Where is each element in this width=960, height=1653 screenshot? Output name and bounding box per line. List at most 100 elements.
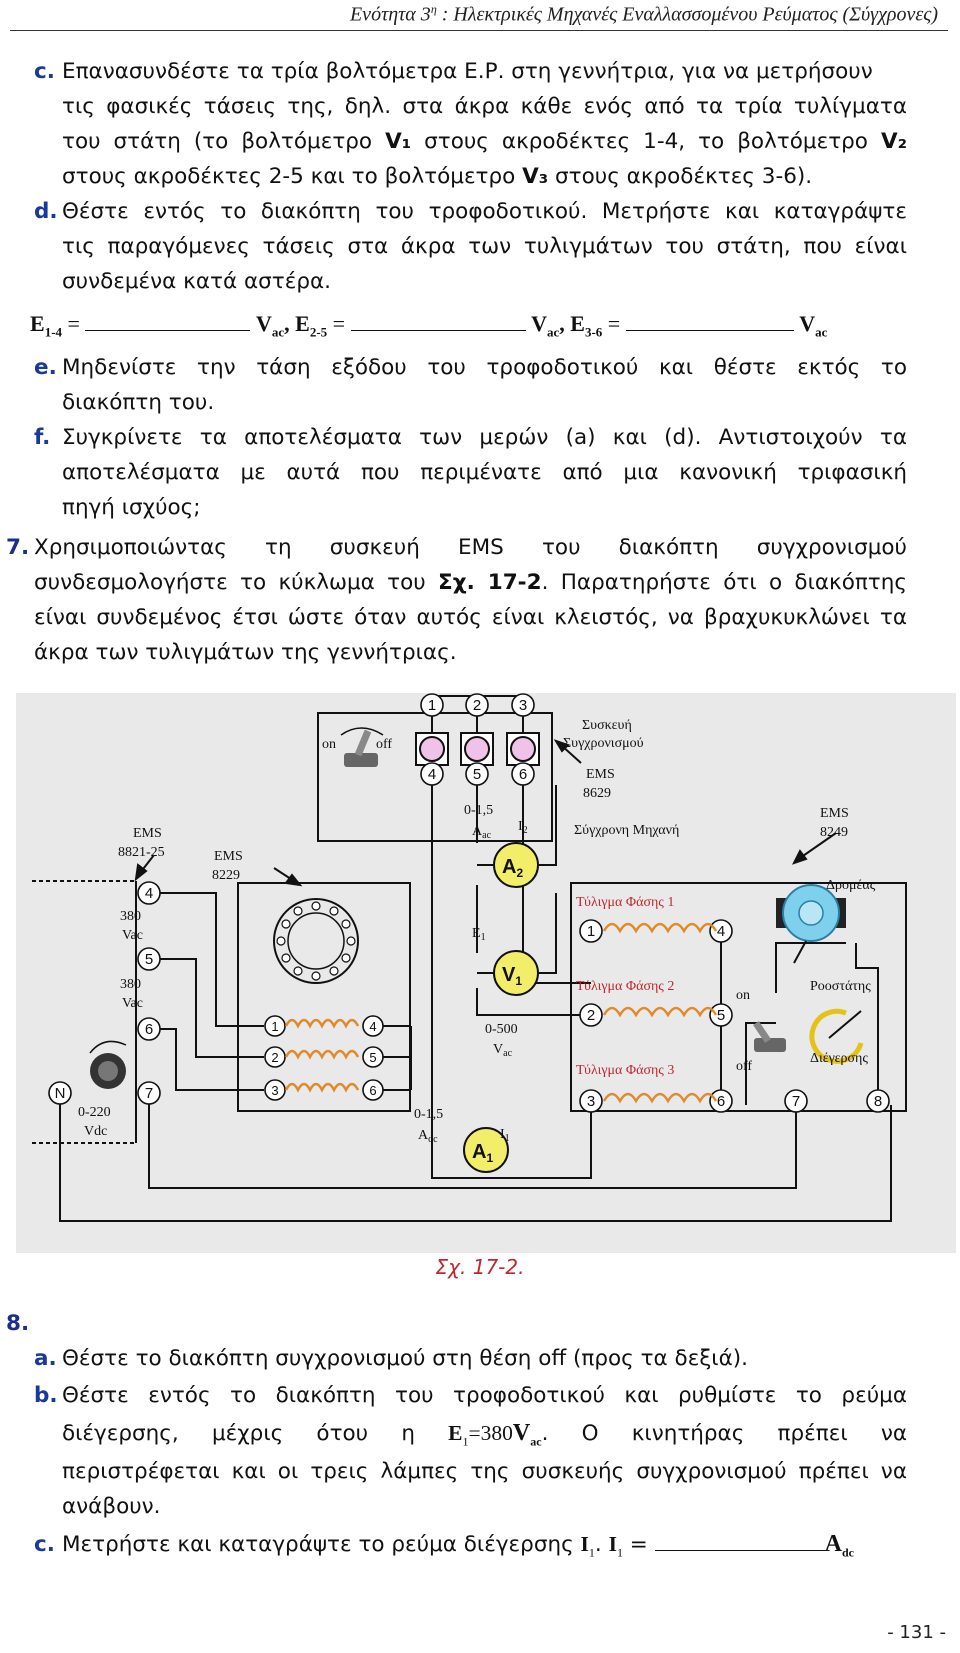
svg-text:1: 1: [271, 1019, 278, 1034]
a2-range: 0-1,5: [464, 803, 493, 818]
phase-coil-1: [602, 922, 718, 934]
sync-code: 8629: [583, 786, 611, 801]
item-c-line-2: τις φασικές τάσεις της, δηλ. στα άκρα κά…: [62, 94, 907, 119]
load-coil-1: [284, 1018, 360, 1029]
step-7-line-1: Χρησιμοποιώντας τη συσκευή EMS του διακό…: [34, 535, 907, 560]
rotor-graphic: [776, 884, 846, 964]
voltmeter-v1: [493, 950, 539, 996]
lamp-3: [510, 736, 536, 762]
svg-text:4: 4: [369, 1019, 376, 1034]
step-7-line-2: συνδεσμολογήστε το κύκλωμα του Σχ. 17-2.…: [34, 570, 907, 595]
machine-ems: EMS: [820, 806, 849, 821]
sync-title-2: Συγχρονισμού: [563, 736, 644, 751]
e36-blank[interactable]: [625, 308, 794, 331]
i1-blank[interactable]: [654, 1528, 825, 1551]
excitation-label: Διέγερσης: [810, 1051, 868, 1066]
svg-text:V1: V1: [502, 964, 522, 988]
machine-module-box: [570, 882, 907, 1112]
figure-caption: Σχ. 17-2.: [435, 1255, 525, 1279]
psu-380-a: 380: [120, 909, 141, 924]
rotor-label: Δρομέας: [826, 878, 876, 893]
item-8b-line-3: περιστρέφεται και οι τρεις λάμπες της συ…: [62, 1459, 907, 1484]
lamp-2: [464, 736, 490, 762]
svg-text:2: 2: [473, 697, 481, 714]
psu-vdc: Vdc: [84, 1124, 107, 1139]
ammeter-a1: [463, 1127, 509, 1173]
item-c-line-4: στους ακροδέκτες 2-5 και το βολτόμετρο V…: [62, 164, 813, 189]
load-ems: EMS: [214, 849, 243, 864]
svg-text:2: 2: [271, 1050, 278, 1065]
sync-toggle-switch: [340, 727, 384, 767]
item-8b-line-1: Θέστε εντός το διακόπτη του τροφοδοτικού…: [62, 1383, 907, 1408]
load-code: 8229: [212, 868, 240, 883]
page-number: - 131 -: [887, 1622, 946, 1643]
svg-text:8: 8: [874, 1093, 882, 1110]
svg-text:4: 4: [428, 766, 436, 783]
svg-text:6: 6: [717, 1093, 725, 1110]
svg-text:I2: I2: [518, 819, 528, 836]
lamp-1: [419, 736, 445, 762]
phase-2-label: Τύλιγμα Φάσης 2: [576, 979, 674, 994]
svg-text:6: 6: [369, 1083, 376, 1098]
item-e-line-1: Μηδενίστε την τάση εξόδου του τροφοδοτικ…: [62, 355, 907, 380]
step-8-marker: 8.: [6, 1311, 30, 1336]
step-7-line-3: είναι συνδεμένος έτσι ώστε όταν αυτός εί…: [34, 605, 907, 630]
voltage-record-row: E1-4 = Vac, E2-5 = Vac, E3-6 = Vac: [30, 306, 930, 349]
running-header: Ενότητα 3η : Ηλεκτρικές Μηχανές Εναλλασσ…: [349, 2, 938, 26]
item-8b-line-4: ανάβουν.: [62, 1494, 161, 1519]
svg-text:2: 2: [587, 1007, 595, 1024]
svg-text:1: 1: [428, 697, 436, 714]
machine-on-label: on: [736, 988, 750, 1003]
item-e-line-2: διακόπτη του.: [62, 390, 215, 415]
svg-text:5: 5: [717, 1007, 725, 1024]
machine-off-label: off: [736, 1059, 752, 1074]
svg-text:3: 3: [587, 1093, 595, 1110]
svg-text:A2: A2: [502, 856, 523, 880]
item-c-line-3: του στάτη (το βολτόμετρο V₁ στους ακροδέ…: [62, 129, 907, 154]
svg-text:3: 3: [519, 697, 527, 714]
svg-text:5: 5: [473, 766, 481, 783]
sync-title-1: Συσκευή: [582, 718, 632, 733]
svg-text:I1: I1: [500, 1127, 510, 1144]
svg-text:5: 5: [145, 951, 153, 968]
svg-text:A1: A1: [472, 1141, 493, 1165]
sync-on-label: on: [322, 737, 336, 752]
item-8b-marker: b.: [34, 1383, 58, 1408]
item-c-line-1: Επανασυνδέστε τα τρία βολτόμετρα Ε.Ρ. στ…: [62, 59, 873, 84]
phase-1-label: Τύλιγμα Φάσης 1: [576, 895, 674, 910]
phase-coil-3: [602, 1092, 718, 1104]
item-e-marker: e.: [34, 355, 57, 380]
load-coil-3: [284, 1082, 360, 1093]
psu-380-b: 380: [120, 977, 141, 992]
svg-text:E1: E1: [472, 926, 486, 943]
svg-text:Vac: Vac: [493, 1042, 513, 1059]
item-f-line-1: Συγκρίνετε τα αποτελέσματα των μερών (a)…: [62, 425, 907, 450]
item-8b-line-2: διέγερσης, μέχρις ότου η E1=380Vac. Ο κι…: [62, 1420, 907, 1449]
item-8c-line-1: Μετρήστε και καταγράψτε το ρεύμα διέγερσ…: [62, 1527, 952, 1570]
load-module-box: [237, 882, 411, 1112]
item-f-marker: f.: [34, 425, 51, 450]
psu-code: 8821-25: [118, 845, 165, 860]
machine-toggle-switch: [753, 1021, 786, 1052]
e25-blank[interactable]: [350, 308, 526, 331]
svg-text:7: 7: [145, 1085, 153, 1102]
item-8a-line-1: Θέστε το διακόπτη συγχρονισμού στη θέση …: [62, 1346, 748, 1371]
psu-vac-a: Vac: [122, 928, 143, 943]
item-8c-marker: c.: [34, 1532, 55, 1557]
svg-text:4: 4: [145, 885, 153, 902]
item-f-line-2: αποτελέσματα με αυτά που περιμένατε από …: [62, 460, 907, 485]
phase-3-label: Τύλιγμα Φάσης 3: [576, 1063, 674, 1078]
load-wheel-graphic: [273, 898, 359, 984]
item-d-marker: d.: [34, 199, 58, 224]
psu-vac-b: Vac: [122, 996, 143, 1011]
machine-title: Σύγχρονη Μηχανή: [574, 823, 679, 838]
item-8a-marker: a.: [34, 1346, 57, 1371]
a1-range: 0-1,5: [414, 1107, 443, 1122]
rheostat-label: Ροοστάτης: [810, 979, 871, 994]
step-7-marker: 7.: [6, 535, 30, 560]
item-f-line-3: πηγή ισχύος;: [62, 495, 201, 520]
circuit-diagram: Συσκευή Συγχρονισμού EMS 8629 on off EMS…: [16, 693, 956, 1253]
e14-blank[interactable]: [85, 308, 251, 331]
svg-text:3: 3: [271, 1083, 278, 1098]
voltage-knob: [89, 1040, 127, 1089]
